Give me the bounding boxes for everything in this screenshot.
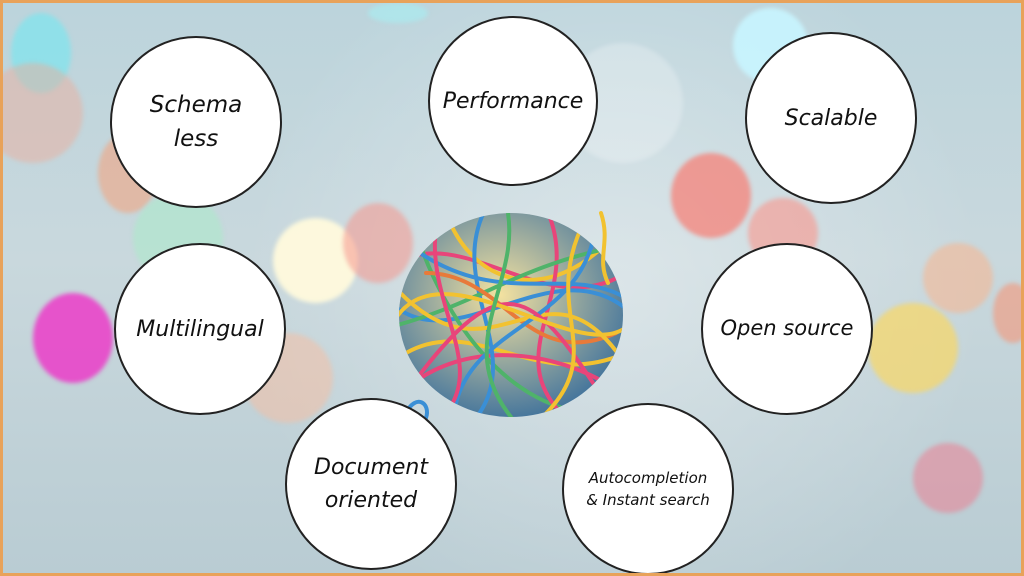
feature-label: Document oriented bbox=[314, 455, 428, 513]
bokeh-light bbox=[343, 203, 413, 283]
feature-autocompletion: Autocompletion & Instant search bbox=[562, 403, 734, 573]
bokeh-light bbox=[33, 293, 113, 383]
feature-performance: Performance bbox=[428, 16, 598, 186]
feature-multilingual: Multilingual bbox=[114, 243, 286, 415]
feature-label: Multilingual bbox=[136, 316, 264, 342]
yarn-ball-image bbox=[399, 211, 623, 420]
feature-label: Autocompletion & Instant search bbox=[586, 468, 710, 510]
feature-document-oriented: Document oriented bbox=[285, 398, 457, 570]
feature-scalable: Scalable bbox=[745, 32, 917, 204]
feature-label: Scalable bbox=[784, 105, 878, 131]
bokeh-light bbox=[3, 63, 83, 163]
feature-label: Schema less bbox=[149, 91, 243, 153]
bokeh-light bbox=[923, 243, 993, 313]
feature-label: Open source bbox=[720, 316, 854, 341]
feature-open-source: Open source bbox=[701, 243, 873, 415]
feature-schema-less: Schema less bbox=[110, 36, 282, 208]
bokeh-light bbox=[993, 283, 1021, 343]
bokeh-light bbox=[671, 153, 751, 238]
bokeh-light bbox=[913, 443, 983, 513]
bokeh-light bbox=[368, 3, 428, 23]
bokeh-light bbox=[868, 303, 958, 393]
feature-label: Performance bbox=[442, 88, 584, 114]
bokeh-light bbox=[11, 13, 71, 93]
